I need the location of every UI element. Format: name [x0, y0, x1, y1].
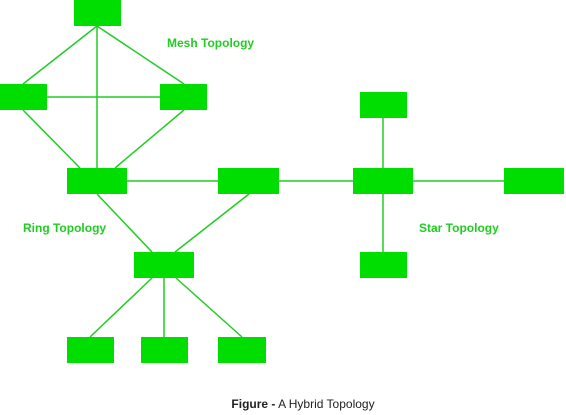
link-bottom-leaf-1	[89, 277, 153, 338]
link-mesh-top-left	[22, 25, 98, 85]
node-star-hub	[353, 168, 413, 194]
labels: Mesh Topology Ring Topology Star Topolog…	[23, 36, 499, 235]
node-leaf-2	[141, 337, 188, 363]
nodes	[0, 0, 564, 363]
node-leaf-1	[67, 337, 114, 363]
link-bottom-leaf-3	[175, 277, 243, 338]
label-ring-topology: Ring Topology	[23, 221, 106, 235]
link-mid-bottom	[174, 193, 250, 253]
node-leaf-3	[218, 337, 266, 363]
node-star-right	[504, 168, 564, 194]
node-center	[67, 168, 127, 194]
node-star-bottom	[360, 252, 407, 278]
node-star-top	[360, 92, 407, 118]
node-mesh-right	[160, 84, 207, 110]
figure-caption: Figure - A Hybrid Topology	[0, 397, 566, 411]
caption-text: A Hybrid Topology	[278, 397, 375, 411]
label-star-topology: Star Topology	[419, 221, 499, 235]
node-mid	[218, 168, 279, 194]
caption-prefix: Figure -	[231, 397, 276, 411]
node-bottom	[134, 252, 194, 278]
link-center-bottom	[96, 193, 153, 253]
link-mesh-right-center	[114, 109, 185, 169]
link-mesh-top-right	[96, 25, 185, 85]
link-mesh-left-center	[22, 109, 81, 169]
node-mesh-left	[0, 84, 47, 110]
label-mesh-topology: Mesh Topology	[167, 36, 254, 50]
node-mesh-top	[74, 0, 121, 26]
links	[22, 25, 504, 338]
